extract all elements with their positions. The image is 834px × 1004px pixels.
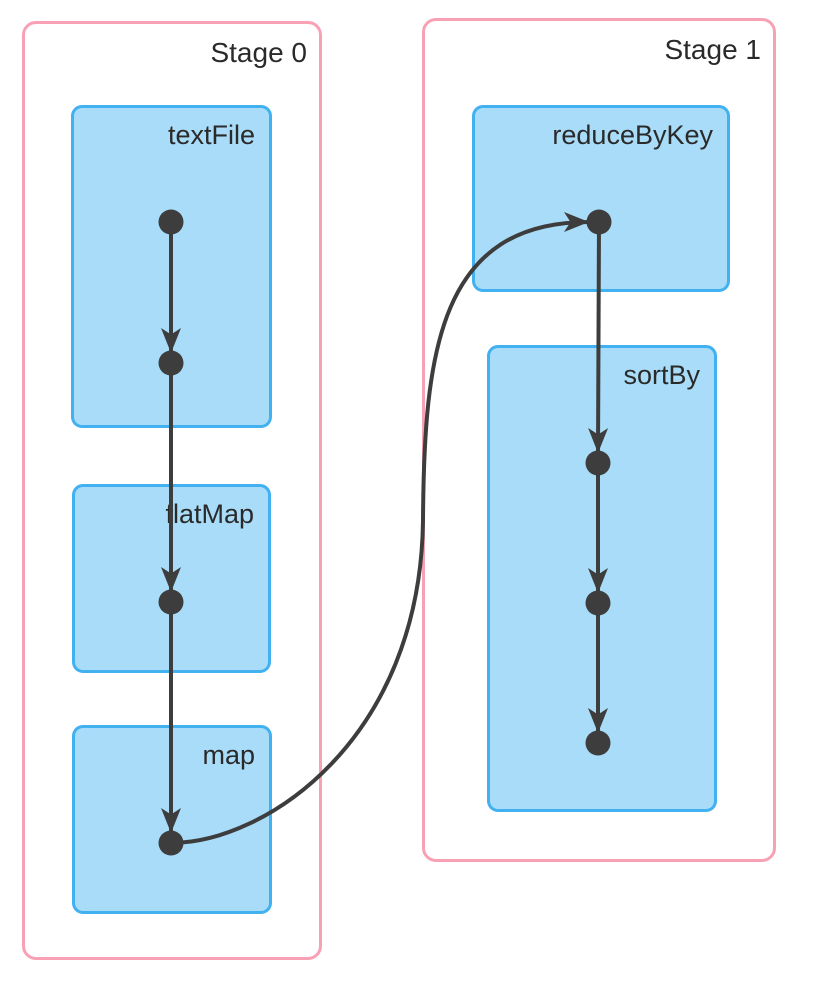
op-label-sortby: sortBy bbox=[623, 360, 700, 390]
op-label-flatmap: flatMap bbox=[165, 499, 254, 529]
op-box-reducebykey: reduceByKey bbox=[472, 105, 730, 292]
stage-0-label: Stage 0 bbox=[210, 37, 307, 68]
op-label-textfile: textFile bbox=[167, 120, 255, 150]
op-label-map: map bbox=[202, 740, 255, 770]
op-box-flatmap: flatMap bbox=[72, 484, 271, 673]
op-label-reducebykey: reduceByKey bbox=[552, 120, 713, 150]
op-box-map: map bbox=[72, 725, 272, 914]
stage-1-label: Stage 1 bbox=[664, 34, 761, 65]
op-box-sortby: sortBy bbox=[487, 345, 717, 812]
op-box-textfile: textFile bbox=[71, 105, 272, 428]
